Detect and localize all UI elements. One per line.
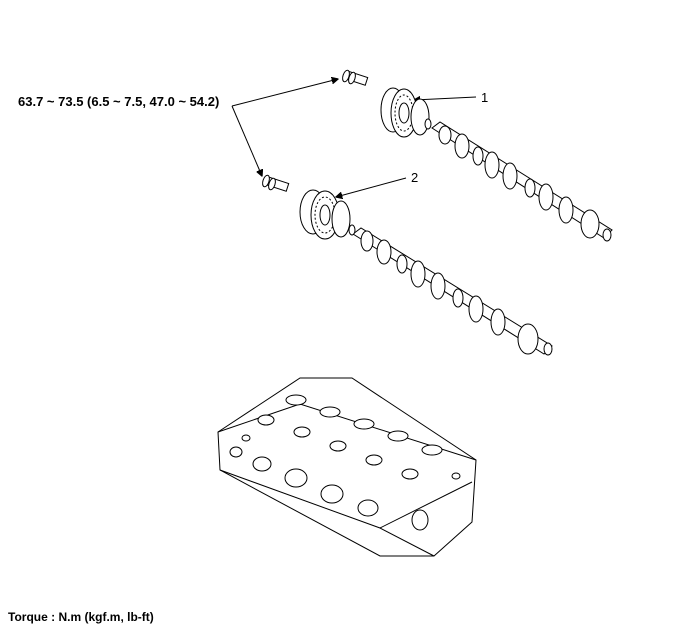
exhaust-cvvt-sprocket	[299, 189, 351, 240]
callout-leader-lines	[336, 97, 477, 197]
exhaust-camshaft	[348, 224, 553, 356]
callout-2-label: 2	[411, 170, 419, 185]
torque-unit-label: Torque : N.m (kgf.m, lb-ft)	[8, 610, 154, 624]
upper-bolt	[342, 69, 369, 86]
cylinder-head	[217, 377, 477, 557]
callout-1-label: 1	[481, 90, 489, 105]
intake-camshaft	[424, 118, 613, 242]
torque-spec-label: 63.7 ~ 73.5 (6.5 ~ 7.5, 47.0 ~ 54.2)	[18, 94, 220, 109]
lower-bolt	[262, 174, 290, 192]
intake-cvvt-sprocket	[380, 87, 430, 138]
torque-leader-lines	[231, 79, 338, 176]
